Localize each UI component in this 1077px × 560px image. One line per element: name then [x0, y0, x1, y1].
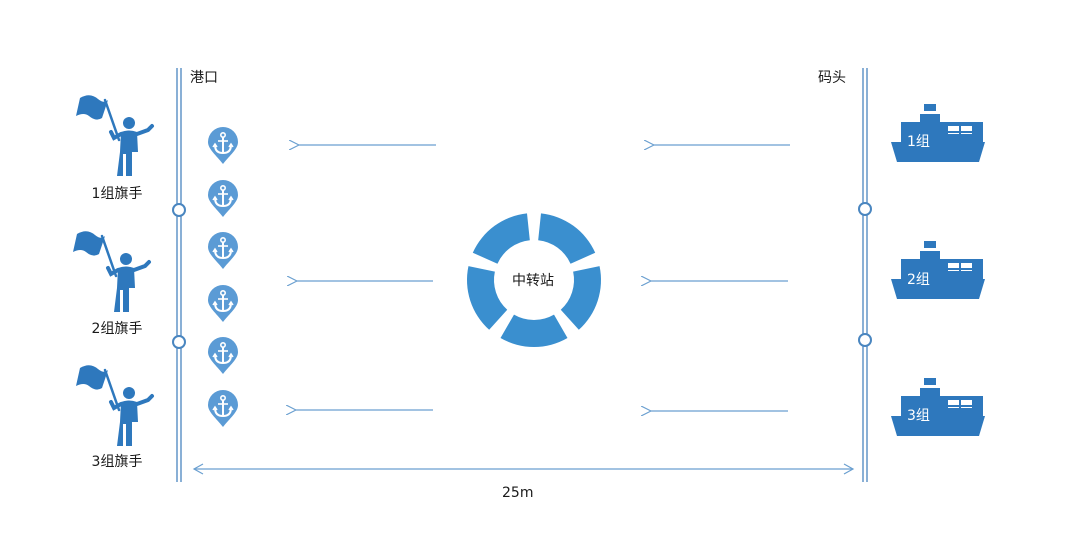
ship-label: 3组	[907, 408, 930, 424]
distance-dimension-line	[192, 463, 855, 475]
dock-line-node	[858, 333, 872, 347]
hub-ring-segment	[472, 213, 530, 264]
dock-boundary-line	[858, 68, 872, 482]
anchor-pin-icon	[207, 180, 239, 222]
flag-person-icon	[76, 365, 154, 446]
cargo-ship-icon	[891, 241, 985, 299]
distance-label: 25m	[502, 485, 534, 501]
port-label: 港口	[190, 70, 218, 86]
hub-ring-segment	[538, 213, 596, 264]
port-boundary-line	[172, 68, 186, 482]
anchor-pin-icon	[207, 337, 239, 379]
cargo-ship-icon	[891, 378, 985, 436]
flag-person-icon	[73, 231, 151, 312]
flagger-label: 2组旗手	[91, 321, 143, 337]
anchor-pin-icon	[207, 390, 239, 432]
anchor-pin-icon	[207, 285, 239, 327]
dock-line-node	[858, 202, 872, 216]
port-line-node	[172, 335, 186, 349]
hub-label: 中转站	[512, 273, 554, 289]
dock-label: 码头	[818, 70, 846, 86]
hub-ring-segment	[500, 314, 568, 347]
port-line-node	[172, 203, 186, 217]
flag-person-icon	[76, 95, 154, 176]
flagger-label: 3组旗手	[91, 454, 143, 470]
ship-label: 1组	[907, 134, 930, 150]
ship-label: 2组	[907, 272, 930, 288]
anchor-pin-icon	[207, 232, 239, 274]
hub-ring	[467, 213, 601, 347]
hub-ring-segment	[467, 266, 508, 330]
anchor-pin-icon	[207, 127, 239, 169]
flagger-label: 1组旗手	[91, 186, 143, 202]
hub-ring-segment	[560, 266, 601, 330]
cargo-ship-icon	[891, 104, 985, 162]
